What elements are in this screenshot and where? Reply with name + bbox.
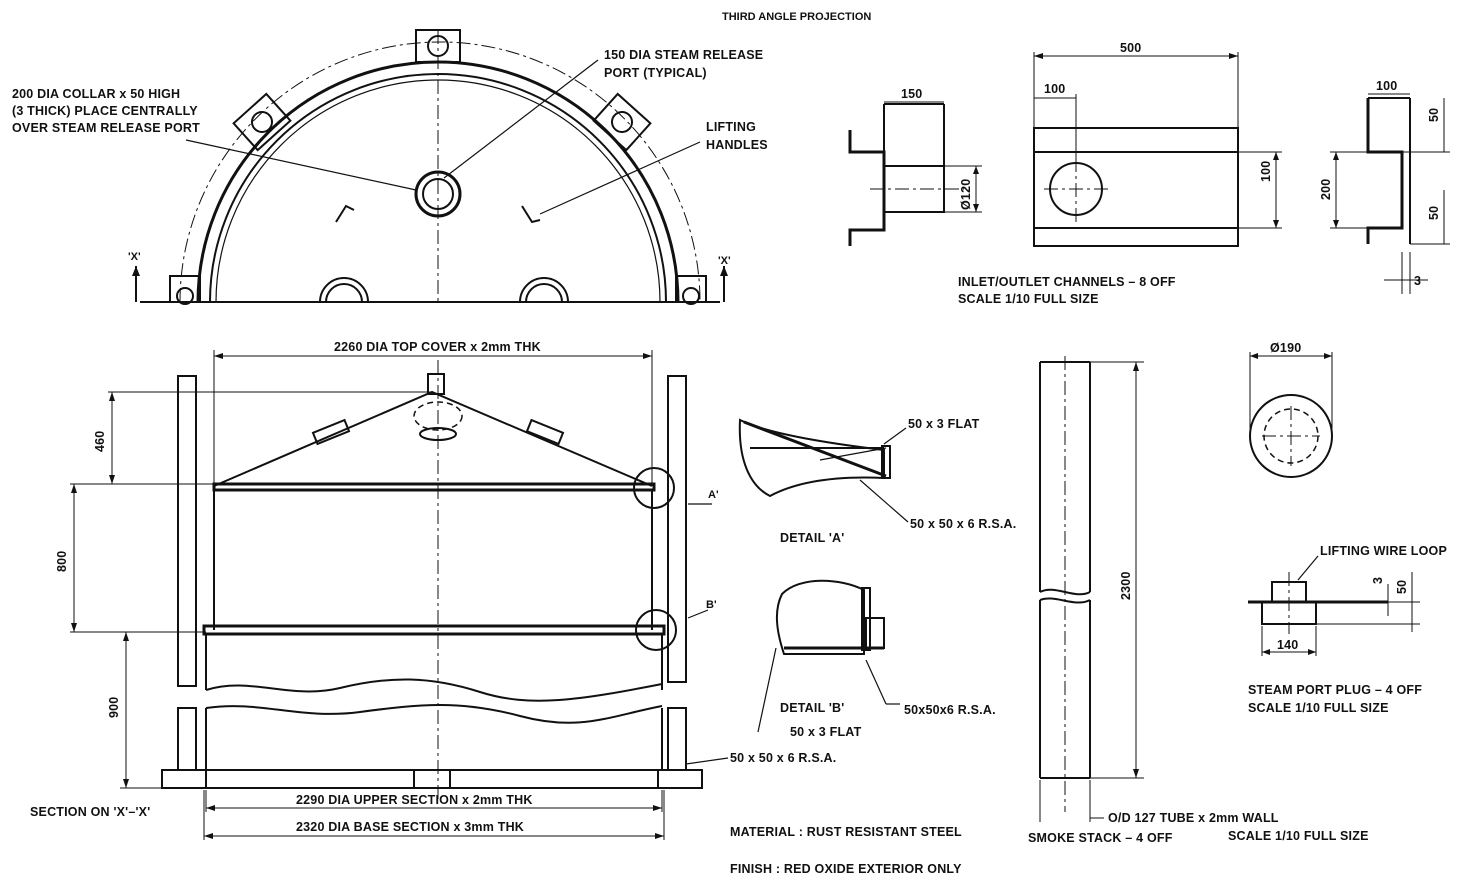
plan-channel-top-hole <box>427 35 449 57</box>
plan-port-bottom-right <box>519 277 569 303</box>
channel-dim-100-left: 100 <box>1044 82 1065 96</box>
steam-plug-view: Ø190 LIFTING WIRE LOOP 3 50 140 STEAM PO… <box>1248 341 1447 715</box>
cone-handle-right <box>525 418 565 446</box>
plug-plan-outer <box>1249 394 1333 478</box>
detail-b-rsa: 50x50x6 R.S.A. <box>904 703 996 717</box>
port-note-line1: 150 DIA STEAM RELEASE <box>604 48 763 62</box>
channel-dim-500: 500 <box>1120 41 1141 55</box>
lower-ring <box>202 624 666 636</box>
smoke-stack-view: 2300 O/D 127 TUBE x 2mm WALL SMOKE STACK… <box>1028 356 1369 845</box>
plan-channel-base-left <box>169 275 201 303</box>
material-note: MATERIAL : RUST RESISTANT STEEL <box>730 825 962 839</box>
cone-handle-left <box>311 418 351 446</box>
channel-side-profile <box>848 130 886 246</box>
plug-dim-140: 140 <box>1277 638 1298 652</box>
section-title: SECTION ON 'X'–'X' <box>30 805 150 819</box>
channels-view: 150 Ø120 500 100 100 100 50 <box>848 41 1450 306</box>
top-cover-label: 2260 DIA TOP COVER x 2mm THK <box>334 340 541 354</box>
detail-b-title: DETAIL 'B' <box>780 701 844 715</box>
channel-dim-200: 200 <box>1319 179 1333 200</box>
channel-dim-50-top: 50 <box>1427 108 1441 122</box>
plug-dim-50: 50 <box>1395 580 1409 594</box>
channel-dim-3: 3 <box>1414 274 1421 288</box>
plan-channel-left <box>232 92 292 152</box>
detail-b-flat: 50 x 3 FLAT <box>790 725 862 739</box>
base-section-label: 2320 DIA BASE SECTION x 3mm THK <box>296 820 524 834</box>
steam-release-port <box>414 170 462 218</box>
detail-a-circle <box>633 467 675 509</box>
port-leader <box>443 59 599 179</box>
finish-note: FINISH : RED OXIDE EXTERIOR ONLY <box>730 862 962 876</box>
handles-leader <box>539 141 701 215</box>
channel-dim-100-right: 100 <box>1259 161 1273 182</box>
channel-dim-100-top: 100 <box>1376 79 1397 93</box>
plug-loop-note: LIFTING WIRE LOOP <box>1320 544 1447 558</box>
handles-note-line1: LIFTING <box>706 120 756 134</box>
detail-b-outline <box>776 579 865 655</box>
detail-b-circle <box>635 609 677 651</box>
plan-port-bottom-left <box>319 277 369 303</box>
detail-a-flat: 50 x 3 FLAT <box>908 417 980 431</box>
lifting-handle-left-icon <box>335 204 355 223</box>
section-arrow-left-icon <box>132 266 140 276</box>
collar-note-line3: OVER STEAM RELEASE PORT <box>12 121 200 135</box>
lifting-handle-right-icon <box>521 205 541 224</box>
dim-800: 800 <box>55 551 69 572</box>
channel-end-profile <box>1366 98 1404 244</box>
channel-dim-120: Ø120 <box>959 179 973 210</box>
break-line-upper <box>205 678 663 702</box>
plan-channel-base-left-hole <box>176 287 194 305</box>
channel-dim-150: 150 <box>901 87 922 101</box>
plan-channel-right <box>592 92 652 152</box>
port-note-line2: PORT (TYPICAL) <box>604 66 707 80</box>
collar-leader <box>185 139 417 191</box>
steam-release-port-inner <box>422 178 454 210</box>
stack-title: SMOKE STACK – 4 OFF <box>1028 831 1173 845</box>
break-line-lower <box>205 704 663 724</box>
stack-tube-note: O/D 127 TUBE x 2mm WALL <box>1108 811 1279 825</box>
plan-channel-top <box>415 29 461 63</box>
cone-collar <box>427 373 445 395</box>
section-view: 2260 DIA TOP COVER x 2mm THK <box>30 340 836 840</box>
section-stack-right <box>667 375 687 683</box>
dim-460: 460 <box>93 431 107 452</box>
section-mark-right: 'X' <box>718 255 731 267</box>
projection-label: THIRD ANGLE PROJECTION <box>722 11 871 23</box>
handles-note-line2: HANDLES <box>706 138 768 152</box>
detail-a-mark: A' <box>708 489 719 501</box>
plug-title: STEAM PORT PLUG – 4 OFF <box>1248 683 1422 697</box>
channel-front-view <box>1033 127 1239 247</box>
upper-ring <box>212 482 656 492</box>
channels-title: INLET/OUTLET CHANNELS – 8 OFF <box>958 275 1176 289</box>
plan-channel-base-right <box>675 275 707 303</box>
detail-a: 50 x 3 FLAT 50 x 50 x 6 R.S.A. DETAIL 'A… <box>738 417 1016 545</box>
stack-dim-2300: 2300 <box>1119 571 1133 600</box>
plan-pitch-circle <box>179 41 701 303</box>
rsa-note: 50 x 50 x 6 R.S.A. <box>730 751 836 765</box>
detail-a-rsa: 50 x 50 x 6 R.S.A. <box>910 517 1016 531</box>
plan-channel-base-right-hole <box>682 287 700 305</box>
collar-note-line2: (3 THICK) PLACE CENTRALLY <box>12 104 198 118</box>
detail-b-mark: B' <box>706 599 717 611</box>
base-plate <box>161 769 703 789</box>
section-mark-left: 'X' <box>128 251 141 263</box>
detail-a-outline <box>738 418 885 498</box>
collar-note-line1: 200 DIA COLLAR x 50 HIGH <box>12 87 180 101</box>
section-arrow-right-icon <box>720 266 728 276</box>
stack-scale: SCALE 1/10 FULL SIZE <box>1228 829 1369 843</box>
detail-a-title: DETAIL 'A' <box>780 531 844 545</box>
plug-dim-3: 3 <box>1371 577 1385 584</box>
dim-900: 900 <box>107 697 121 718</box>
section-stack-left <box>177 375 197 687</box>
channel-dim-50-bottom: 50 <box>1427 206 1441 220</box>
upper-section-label: 2290 DIA UPPER SECTION x 2mm THK <box>296 793 533 807</box>
plug-scale: SCALE 1/10 FULL SIZE <box>1248 701 1389 715</box>
detail-b: DETAIL 'B' 50 x 3 FLAT 50x50x6 R.S.A. <box>757 579 996 739</box>
plug-dim-190: Ø190 <box>1270 341 1301 355</box>
plan-view: 'X' 'X' 200 DIA COLLAR x 50 HIGH (3 THIC… <box>12 29 768 305</box>
channels-scale: SCALE 1/10 FULL SIZE <box>958 292 1099 306</box>
